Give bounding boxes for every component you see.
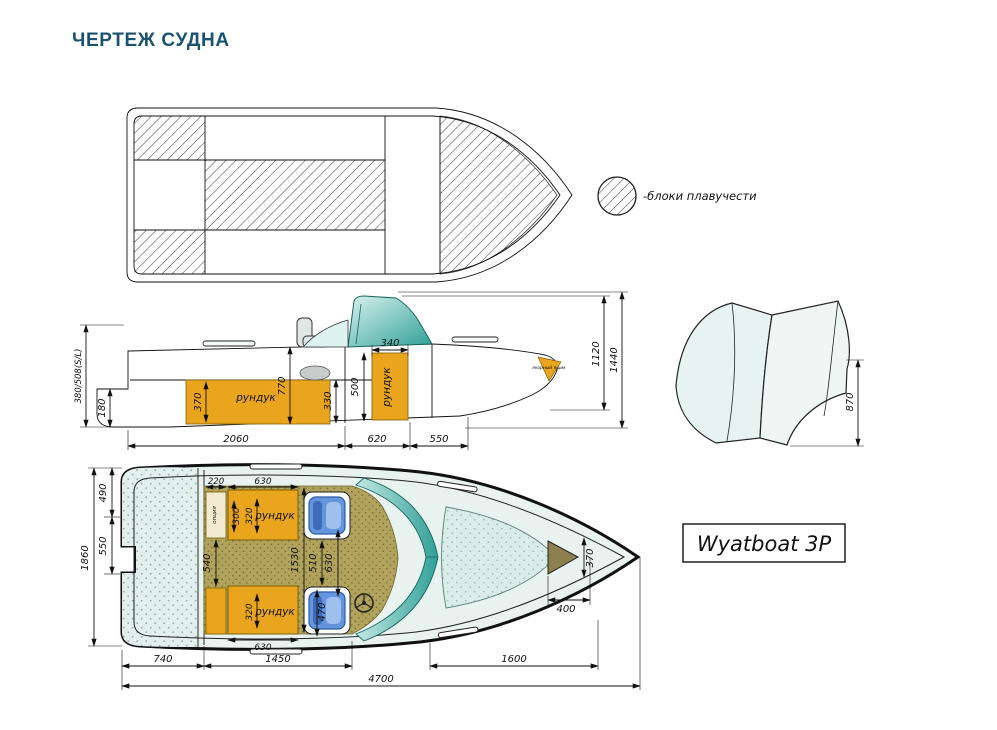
dim-470: 470 [317, 602, 328, 621]
side-view: 380/508(S/L) 180 370 рундук 770 330 500 … [74, 291, 628, 450]
grab-handle-top [249, 463, 303, 470]
dim-630-mid: 630 [324, 553, 335, 572]
dim-370-plan: 370 [585, 548, 596, 567]
dim-180: 180 [97, 398, 108, 417]
storage-console-box [371, 352, 409, 421]
grab-handle-bow-top [437, 480, 478, 493]
storage-bottom-left-box [205, 587, 227, 635]
dim-770: 770 [277, 376, 288, 395]
plan-view: 1860 490 550 220 630 300 320 рундук опци… [80, 463, 641, 690]
bow-hatch [441, 506, 557, 609]
storage-aft-label: рундук [235, 392, 276, 404]
dim-550-side: 550 [429, 434, 448, 445]
dim-320-bottom: 320 [245, 603, 255, 620]
storage-top-box [227, 489, 299, 541]
storage-bottom-box [227, 585, 299, 635]
buoyancy-legend-label: -блоки плавучести [643, 189, 757, 203]
page-title: ЧЕРТЕЖ СУДНА [72, 30, 230, 51]
option-box [205, 491, 227, 539]
dim-220: 220 [208, 477, 224, 487]
buoyancy-legend: -блоки плавучести [597, 176, 757, 216]
model-name-box: Wyatboat 3P [682, 523, 846, 563]
storage-top-label: рундук [254, 510, 295, 522]
dim-540: 540 [202, 553, 213, 572]
handrail-bow [451, 336, 499, 343]
transom-curve-line-2 [823, 300, 839, 417]
windshield-frame-line [355, 303, 362, 345]
option-box-label: опция [212, 506, 218, 524]
dim-1450: 1450 [265, 654, 290, 665]
storage-bottom-label: рундук [254, 606, 295, 618]
storage-aft-box [185, 379, 331, 425]
dim-2060: 2060 [223, 434, 248, 445]
dim-330: 330 [323, 391, 334, 410]
dim-370-side: 370 [193, 392, 204, 411]
grab-handle-bow-bottom [437, 626, 479, 639]
dim-630-top: 630 [254, 477, 271, 487]
buoyancy-block-middle [205, 160, 385, 230]
transom-curve-line-1 [726, 302, 736, 442]
anchor-locker-plan [547, 540, 580, 575]
transom-dimension-lines [790, 359, 864, 447]
dim-630-bottom: 630 [254, 643, 271, 653]
handrail-aft [202, 340, 256, 347]
dim-1530: 1530 [290, 547, 301, 572]
plan-inner-gunwale [133, 474, 626, 640]
windshield-side [347, 295, 433, 348]
fuel-tank [299, 365, 331, 381]
top-view-section-lines [134, 116, 441, 274]
transom-panel-right [759, 300, 850, 446]
top-view-hull [126, 107, 573, 283]
model-name-label: Wyatboat 3P [697, 532, 832, 556]
buoyancy-block-bow [439, 115, 558, 275]
top-view-outline [126, 107, 573, 283]
dim-510: 510 [308, 553, 319, 572]
dim-1600: 1600 [501, 654, 526, 665]
transom-detail-view: 870 [675, 300, 864, 447]
plan-stern-platform [122, 467, 198, 647]
dim-transom-height: 380/508(S/L) [74, 349, 84, 404]
dim-740: 740 [153, 654, 172, 665]
dim-490: 490 [98, 483, 109, 502]
dim-4700: 4700 [368, 674, 393, 685]
dim-870: 870 [845, 392, 856, 411]
windshield-plan [355, 477, 439, 642]
grab-handle-bottom [249, 648, 303, 655]
anchor-box-shape [537, 356, 562, 382]
transom-panel-left [675, 302, 773, 444]
top-view-inner-line [133, 115, 561, 275]
steering-wheel-icon [354, 593, 374, 613]
storage-console-label: рундук [381, 367, 393, 408]
side-view-dimension-lines [80, 291, 628, 450]
dim-400: 400 [556, 604, 575, 615]
buoyancy-block-stern-top [134, 116, 205, 160]
anchor-box-label: якорный ящик [532, 365, 566, 371]
dim-1440: 1440 [609, 347, 620, 372]
side-glass [302, 319, 349, 348]
dim-300: 300 [232, 507, 242, 524]
plan-view-dimension-lines [88, 467, 641, 690]
buoyancy-block-stern-bottom [134, 230, 205, 274]
dim-620: 620 [367, 434, 386, 445]
side-view-hull [96, 343, 558, 428]
dim-340: 340 [380, 338, 399, 349]
dim-550-plan: 550 [98, 536, 109, 555]
dim-1120: 1120 [591, 341, 602, 366]
dim-1860: 1860 [80, 545, 91, 570]
buoyancy-legend-swatch [597, 176, 637, 216]
dim-320-top: 320 [245, 507, 255, 524]
seat-top [303, 491, 351, 540]
dim-500: 500 [350, 377, 361, 396]
